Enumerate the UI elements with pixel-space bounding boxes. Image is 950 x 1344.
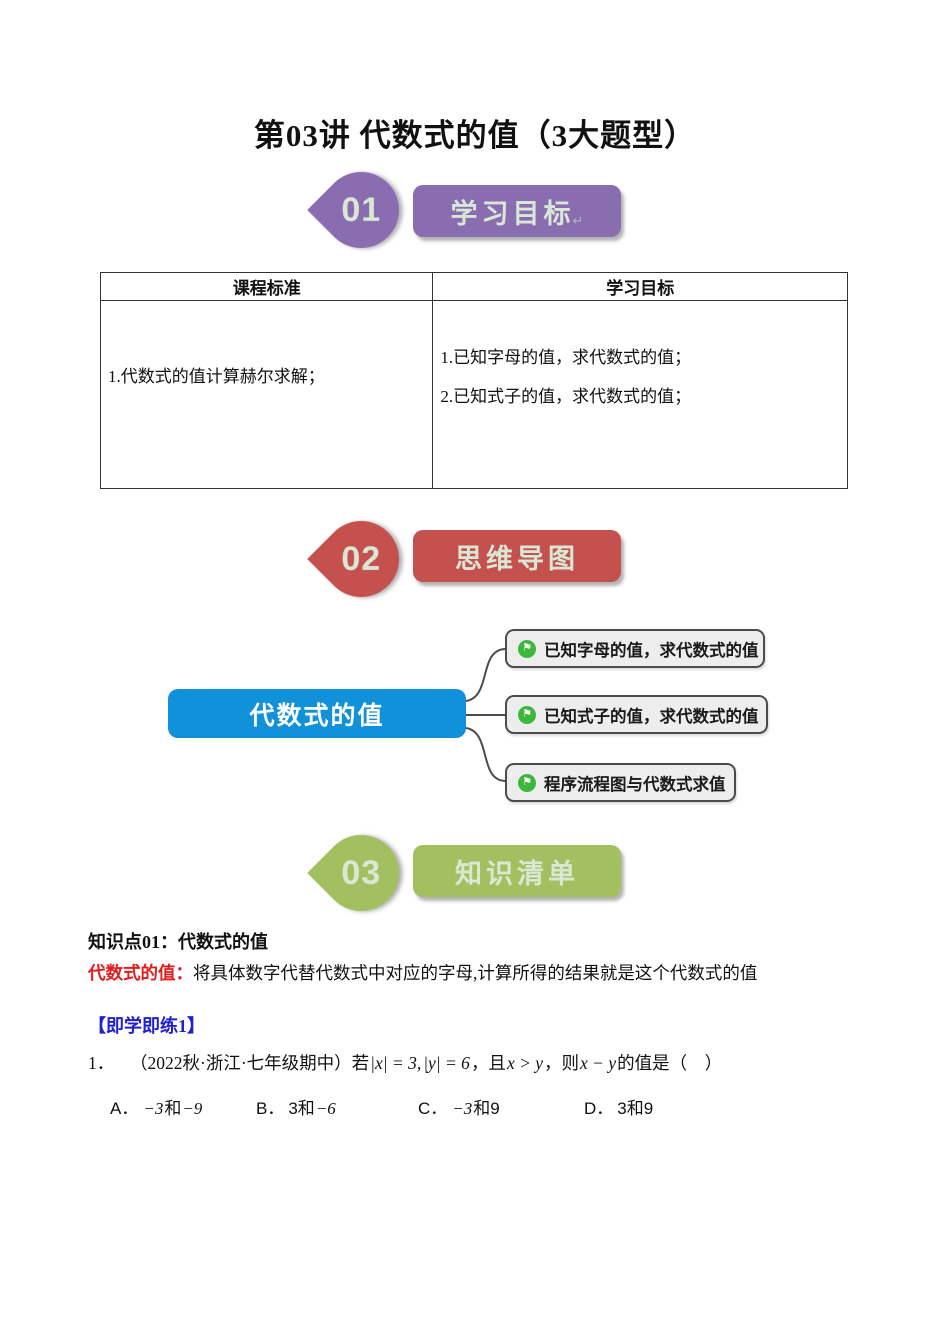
section-03-number: 03 [341,853,381,892]
option-c-label: C． [418,1099,448,1118]
question-number: 1． [88,1053,115,1073]
table-header-course-standard: 课程标准 [99,272,434,301]
option-c-text: −3和9 [452,1099,500,1118]
learning-goal-item-2: 2.已知式子的值，求代数式的值； [440,387,692,406]
knowledge-point-title: 知识点01：代数式的值 [88,932,268,952]
mindmap-root-label: 代数式的值 [249,701,385,730]
course-standard-item: 1.代数式的值计算赫尔求解； [108,367,325,387]
mindmap-branch-label-2: 已知式子的值，求代数式的值 [544,707,759,726]
option-d-text: 3和9 [617,1099,654,1118]
option-b-label: B． [256,1099,285,1118]
section-02-bar: 思维导图 [413,530,621,582]
flag-icon: ⚑ [518,705,536,724]
mindmap-branch-label-3: 程序流程图与代数式求值 [544,775,726,794]
section-02-badge: 02 [307,505,415,613]
mindmap-branch-node-3: ⚑ 程序流程图与代数式求值 [505,763,736,802]
paragraph-mark: ↵ [572,213,584,228]
section-02-number: 02 [341,539,381,578]
section-03-badge: 03 [307,819,415,927]
knowledge-definition-line: 代数式的值：将具体数字代替代数式中对应的字母,计算所得的结果就是这个代数式的值 [88,960,757,985]
section-02-label: 思维导图 [455,543,579,574]
page-title: 第03讲 代数式的值（3大题型） [253,118,697,153]
option-b-text: 3和−6 [288,1099,336,1118]
section-01-bar: 学习目标 ↵ [413,185,621,237]
section-01-number: 01 [341,190,381,229]
section-01-label: 学习目标 [450,198,575,229]
flag-icon: ⚑ [518,773,536,792]
option-a-label: A． [110,1099,139,1118]
section-03-bar: 知识清单 [413,845,621,897]
table-body-row: 1.代数式的值计算赫尔求解； 1.已知字母的值，求代数式的值； 2.已知式子的值… [99,300,848,489]
term-label: 代数式的值： [88,963,193,983]
option-c: C．−3和9 [418,1094,500,1119]
mindmap-branch-node-1: ⚑ 已知字母的值，求代数式的值 [505,629,765,668]
mindmap-branch-node-2: ⚑ 已知式子的值，求代数式的值 [505,695,768,734]
option-a-text: −3和−9 [143,1099,203,1118]
mindmap-root-node: 代数式的值 [168,689,466,738]
learning-goal-cell: 1.已知字母的值，求代数式的值； 2.已知式子的值，求代数式的值； [432,300,848,489]
question-line: 1． （2022秋·浙江·七年级期中）若|x| = 3,|y| = 6，且x > … [88,1050,722,1075]
practice-label: 【即学即练1】 [88,1016,205,1036]
objectives-table: 课程标准 学习目标 1.代数式的值计算赫尔求解； 1.已知字母的值，求代数式的值… [99,272,848,489]
term-definition: 将具体数字代替代数式中对应的字母,计算所得的结果就是这个代数式的值 [193,963,758,983]
mindmap-branch-label-1: 已知字母的值，求代数式的值 [544,641,759,660]
course-standard-cell: 1.代数式的值计算赫尔求解； [99,300,434,489]
section-01-badge: 01 [307,156,415,264]
options-row: A．−3和−9 B．3和−6 C．−3和9 D．3和9 [0,1094,950,1122]
option-d-label: D． [584,1099,614,1118]
option-d: D．3和9 [584,1094,653,1119]
option-b: B．3和−6 [256,1094,337,1119]
flag-icon: ⚑ [518,639,536,658]
question-text: （2022秋·浙江·七年级期中）若|x| = 3,|y| = 6，且x > y，… [130,1053,723,1073]
table-header-row: 课程标准 学习目标 [99,272,848,301]
section-03-label: 知识清单 [455,858,579,889]
learning-goal-item-1: 1.已知字母的值，求代数式的值； [440,347,692,367]
table-header-learning-goal: 学习目标 [432,272,848,301]
option-a: A．−3和−9 [110,1094,203,1119]
